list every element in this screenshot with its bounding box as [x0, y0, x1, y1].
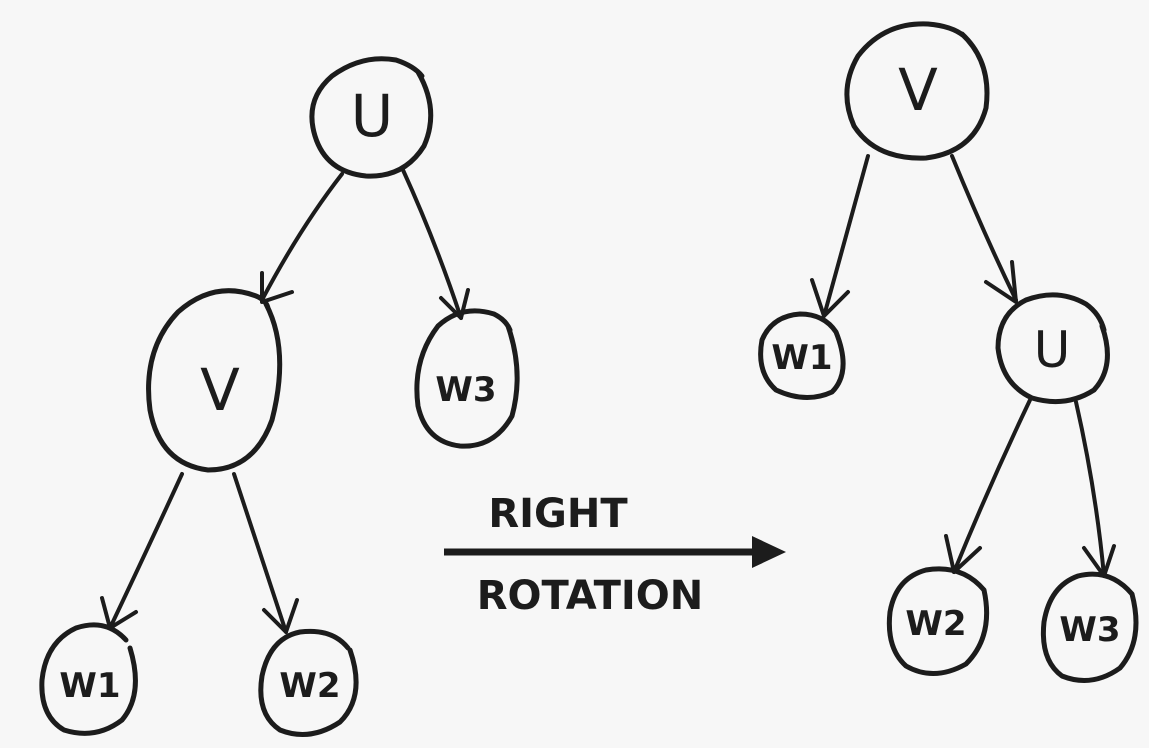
- before-edge-v-w1: [100, 472, 184, 630]
- after-node-right-right: W3: [1040, 571, 1139, 683]
- after-edge-v-u: [950, 154, 1018, 304]
- after-node-left: W1: [758, 311, 846, 400]
- after-right-right-label: W3: [1059, 610, 1120, 650]
- after-node-right-left: W2: [886, 566, 990, 677]
- before-node-left-left: W1: [39, 622, 138, 736]
- before-root-label: U: [351, 82, 393, 150]
- after-right-left-label: W2: [905, 604, 966, 644]
- after-node-right: U: [995, 292, 1110, 405]
- before-left-right-label: W2: [279, 666, 340, 706]
- before-right-label: W3: [435, 370, 496, 410]
- before-node-right: W3: [414, 308, 520, 449]
- after-edge-u-w3: [1074, 400, 1116, 578]
- after-right-label: U: [1034, 321, 1071, 379]
- before-node-root: U: [309, 56, 434, 179]
- before-edge-u-w3: [401, 168, 470, 320]
- after-tree: V W1 U W2 W3: [758, 21, 1139, 683]
- operation-label-right: RIGHT: [488, 491, 628, 537]
- before-left-label: V: [200, 356, 240, 424]
- operation-arrow-head: [752, 536, 786, 568]
- after-edge-v-w1: [810, 154, 870, 318]
- after-edge-u-w2: [944, 398, 1032, 574]
- after-left-label: W1: [771, 338, 832, 378]
- before-node-left: V: [146, 288, 283, 473]
- before-left-left-label: W1: [59, 666, 120, 706]
- before-node-left-right: W2: [258, 628, 359, 737]
- operation-label-rotation: ROTATION: [477, 573, 703, 619]
- before-tree: U V W3 W1 W2: [39, 56, 520, 737]
- before-edge-v-w2: [232, 472, 299, 634]
- after-root-label: V: [898, 56, 938, 124]
- before-edge-u-v: [260, 172, 344, 304]
- after-node-root: V: [844, 21, 990, 161]
- rotation-operation: RIGHT ROTATION: [444, 491, 786, 619]
